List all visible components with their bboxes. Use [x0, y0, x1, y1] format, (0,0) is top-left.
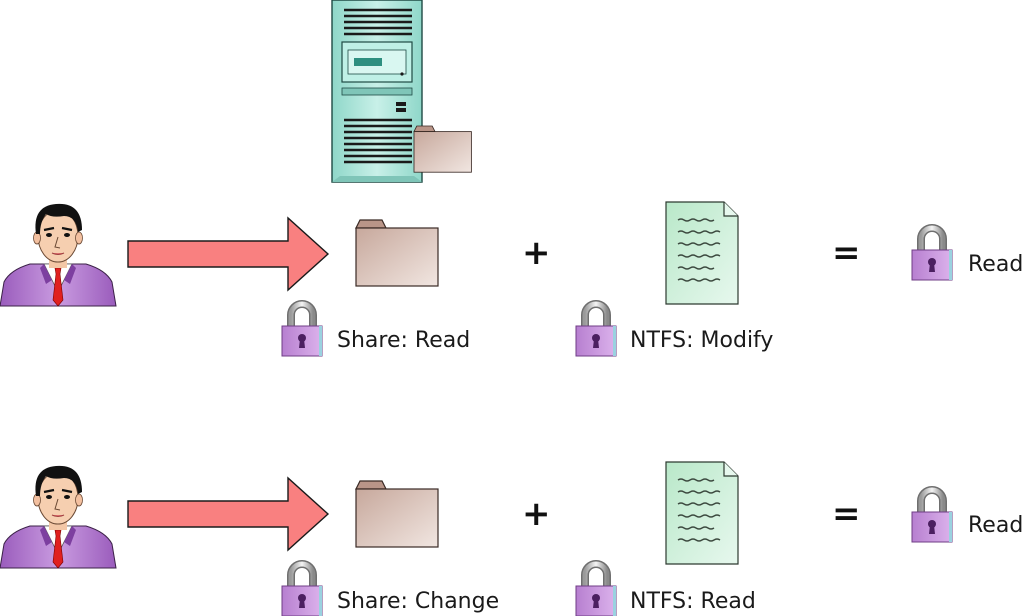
arrow-icon	[127, 217, 329, 291]
user-icon	[0, 464, 118, 570]
folder-icon	[355, 219, 439, 287]
ntfs-permission-label: NTFS: Modify	[630, 328, 774, 353]
ntfs-lock-icon	[576, 304, 616, 356]
ntfs-lock-icon	[576, 564, 616, 616]
row-1	[0, 201, 952, 356]
user-icon	[0, 202, 118, 308]
plus-operator: +	[522, 494, 551, 534]
document-icon	[665, 201, 739, 305]
server-folder-icon	[413, 125, 472, 173]
plus-operator: +	[522, 233, 551, 273]
result-lock-icon	[912, 228, 952, 280]
result-lock-icon	[912, 490, 952, 542]
share-permission-label: Share: Read	[337, 328, 471, 353]
equals-operator: =	[832, 494, 861, 534]
share-lock-icon	[282, 304, 322, 356]
equals-operator: =	[832, 233, 861, 273]
effective-permission-label: Read	[968, 513, 1024, 538]
arrow-icon	[127, 477, 329, 551]
share-permission-label: Share: Change	[337, 589, 500, 614]
ntfs-permission-label: NTFS: Read	[630, 589, 756, 614]
share-lock-icon	[282, 564, 322, 616]
server-icon	[331, 0, 423, 183]
folder-icon	[355, 480, 439, 548]
document-icon	[665, 461, 739, 565]
effective-permission-label: Read	[968, 252, 1024, 277]
